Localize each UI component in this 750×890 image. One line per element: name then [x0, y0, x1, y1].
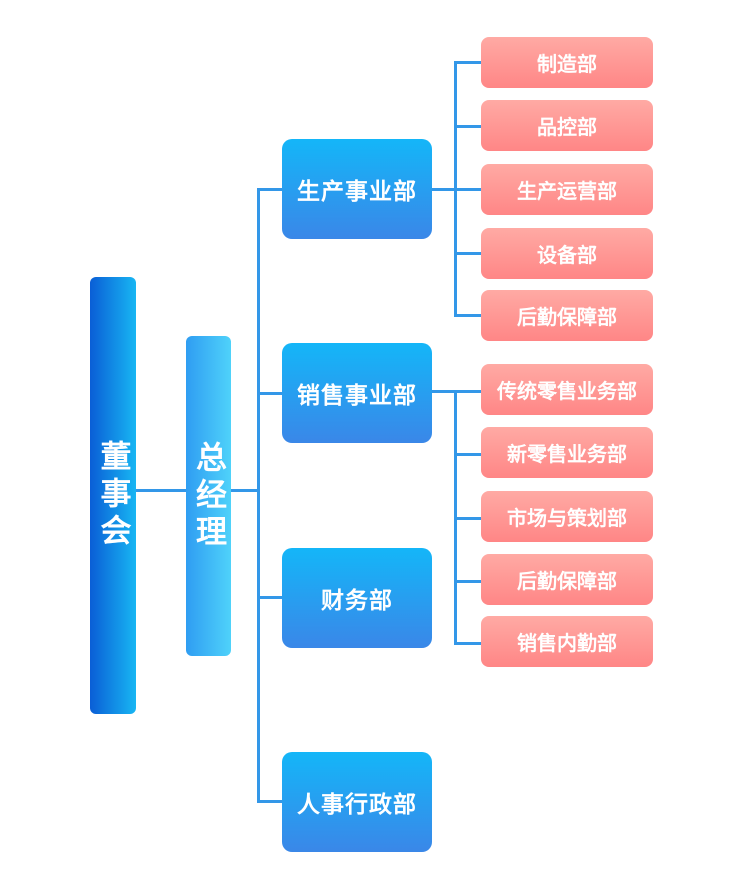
- connector-division-3: [257, 596, 282, 599]
- connector-gm-trunk: [231, 489, 259, 492]
- department-production-quality: 品控部: [481, 100, 653, 151]
- connector-division-2: [257, 392, 282, 395]
- department-label: 品控部: [537, 115, 597, 139]
- connector-production-stub: [432, 188, 456, 191]
- division-label: 生产事业部: [297, 179, 417, 205]
- connector-sales-dept-4: [454, 580, 481, 583]
- connector-production-dept-1: [454, 61, 481, 64]
- division-sales: 销售事业部: [282, 343, 432, 443]
- connector-production-dept-3: [454, 188, 481, 191]
- connector-sales-stub: [432, 390, 456, 393]
- department-label: 销售内勤部: [517, 631, 617, 655]
- connector-sales-dept-3: [454, 517, 481, 520]
- department-sales-marketing: 市场与策划部: [481, 491, 653, 542]
- department-production-manufacturing: 制造部: [481, 37, 653, 88]
- connector-production-dept-2: [454, 125, 481, 128]
- department-label: 设备部: [537, 243, 597, 267]
- department-label: 传统零售业务部: [497, 379, 637, 403]
- division-label: 财务部: [321, 588, 393, 614]
- general-manager-node: 总经理: [186, 336, 231, 656]
- department-production-equipment: 设备部: [481, 228, 653, 279]
- connector-production-dept-5: [454, 314, 481, 317]
- division-label: 销售事业部: [297, 383, 417, 409]
- department-sales-logistics: 后勤保障部: [481, 554, 653, 605]
- department-label: 制造部: [537, 52, 597, 76]
- division-finance: 财务部: [282, 548, 432, 648]
- connector-division-1: [257, 188, 282, 191]
- connector-sales-dept-2: [454, 453, 481, 456]
- division-production: 生产事业部: [282, 139, 432, 239]
- board-label: 董事会: [94, 440, 131, 551]
- connector-sales-dept-5: [454, 642, 481, 645]
- department-production-operations: 生产运营部: [481, 164, 653, 215]
- connector-division-trunk: [257, 188, 260, 802]
- division-label: 人事行政部: [297, 792, 417, 818]
- connector-division-4: [257, 800, 282, 803]
- connector-sales-dept-1: [454, 390, 481, 393]
- department-sales-traditional-retail: 传统零售业务部: [481, 364, 653, 415]
- general-manager-label: 总经理: [190, 440, 226, 552]
- department-label: 生产运营部: [517, 179, 617, 203]
- department-label: 市场与策划部: [507, 506, 627, 530]
- department-sales-new-retail: 新零售业务部: [481, 427, 653, 478]
- department-label: 后勤保障部: [517, 305, 617, 329]
- department-sales-internal: 销售内勤部: [481, 616, 653, 667]
- department-production-logistics: 后勤保障部: [481, 290, 653, 341]
- department-label: 后勤保障部: [517, 569, 617, 593]
- division-hr-admin: 人事行政部: [282, 752, 432, 852]
- connector-board-gm: [136, 489, 186, 492]
- department-label: 新零售业务部: [507, 442, 627, 466]
- board-node: 董事会: [90, 277, 136, 714]
- connector-production-dept-4: [454, 252, 481, 255]
